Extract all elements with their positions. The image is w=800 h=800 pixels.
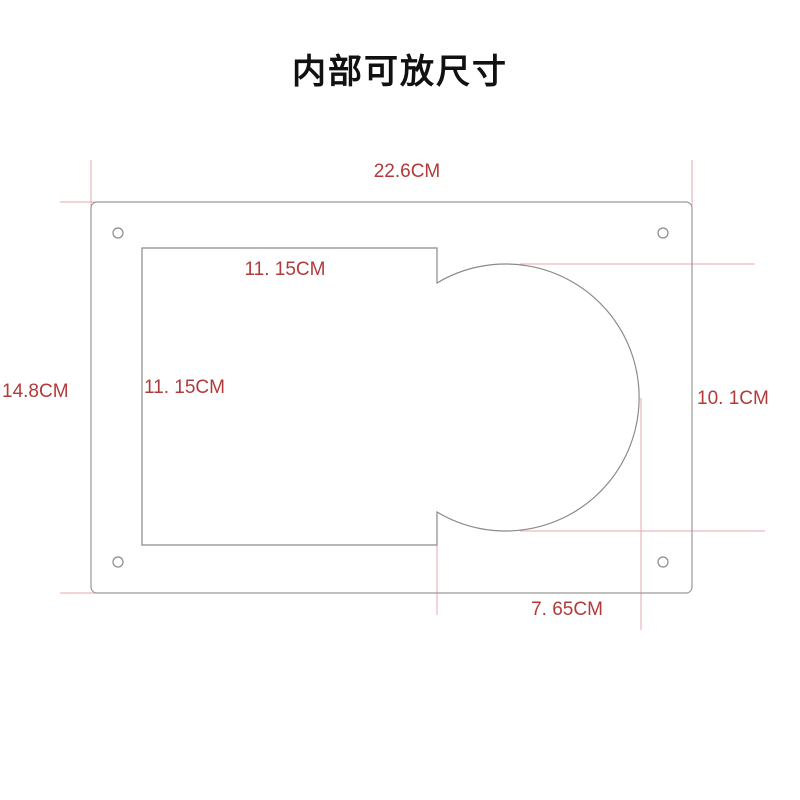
dimension-inner-width: 11. 15CM [245, 259, 326, 280]
mounting-hole-bottom-right [657, 556, 669, 568]
mounting-hole-top-left [112, 227, 124, 239]
mounting-hole-top-right [657, 227, 669, 239]
dimension-circle-depth: 7. 65CM [531, 599, 603, 620]
dimension-outer-height: 14.8CM [2, 381, 69, 402]
plate-outline [90, 201, 693, 594]
extension-lines [60, 160, 765, 630]
inner-cutout [141, 247, 640, 546]
dimension-inner-height: 11. 15CM [144, 377, 225, 398]
dimension-circle-diameter: 10. 1CM [697, 388, 769, 409]
dimension-outer-width: 22.6CM [374, 161, 441, 182]
mounting-hole-bottom-left [112, 556, 124, 568]
page-title: 内部可放尺寸 [292, 52, 508, 92]
